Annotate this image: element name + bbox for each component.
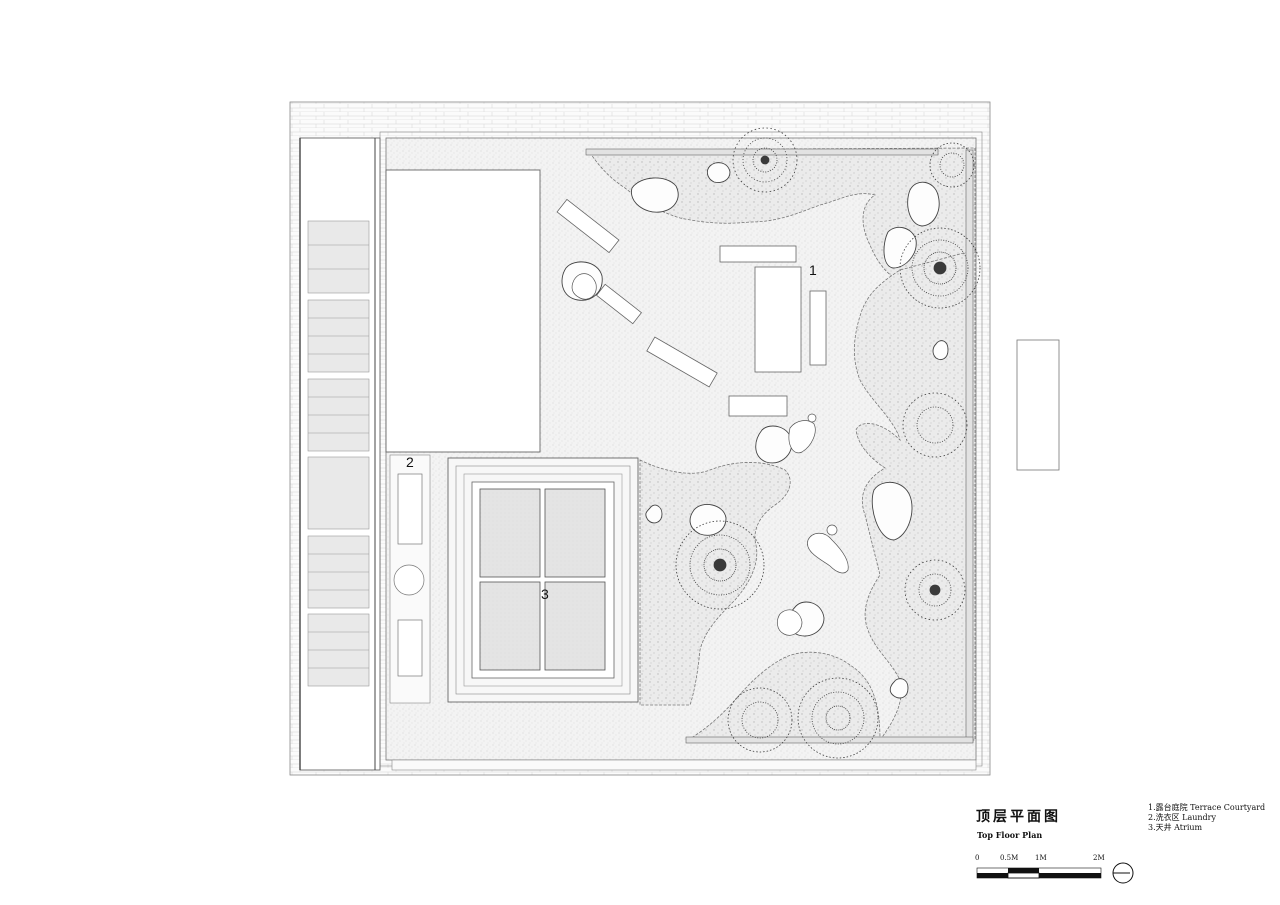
scale-tick-label: 0 <box>975 854 980 862</box>
trees <box>675 127 981 759</box>
laundry-basin <box>393 564 425 596</box>
right-bay <box>1016 339 1060 471</box>
tree-top-center <box>732 127 798 193</box>
label-area-1: 1 <box>809 262 817 278</box>
scale-tick-label: 0.5M <box>1000 854 1019 862</box>
tree-top-right <box>899 227 981 309</box>
legend-item: 3.天井 Atrium <box>1148 823 1203 832</box>
planting-bed-bottom <box>686 651 881 741</box>
laundry-machine-1 <box>397 473 423 545</box>
label-area-2: 2 <box>406 454 414 470</box>
planter-edge-top <box>585 148 939 156</box>
benches <box>556 198 827 417</box>
scale-tick-label: 2M <box>1093 854 1105 862</box>
tree-bottom-right <box>797 677 879 759</box>
louvre-panels <box>307 220 370 687</box>
tree-left-middle <box>675 520 765 610</box>
laundry-machine-2 <box>397 619 423 677</box>
tree-right-lower <box>904 559 966 621</box>
planting-bed-left <box>639 459 791 706</box>
label-area-3: 3 <box>541 586 549 602</box>
atrium-skylight <box>479 488 606 671</box>
legend-item: 2.洗衣区 Laundry <box>1148 813 1217 822</box>
tree-right-middle <box>902 392 968 458</box>
tree-bottom-left <box>727 687 793 753</box>
plan-title-en: Top Floor Plan <box>977 830 1043 840</box>
bottom-parapet <box>391 759 977 771</box>
planter-edge-bottom <box>685 736 974 744</box>
scale-bar <box>976 867 1102 879</box>
human-figures <box>571 273 849 636</box>
planting-bed-right <box>854 249 976 741</box>
plan-title-cn: 顶层平面图 <box>976 809 1061 825</box>
scale-tick-label: 1M <box>1035 854 1047 862</box>
roof-volume <box>385 169 541 453</box>
legend-item: 1.露台庭院 Terrace Courtyard <box>1148 803 1266 812</box>
legend: 1.露台庭院 Terrace Courtyard 2.洗衣区 Laundry 3… <box>1148 803 1265 833</box>
north-arrow-icon <box>1112 862 1134 884</box>
tree-corner-top-right <box>929 142 975 188</box>
